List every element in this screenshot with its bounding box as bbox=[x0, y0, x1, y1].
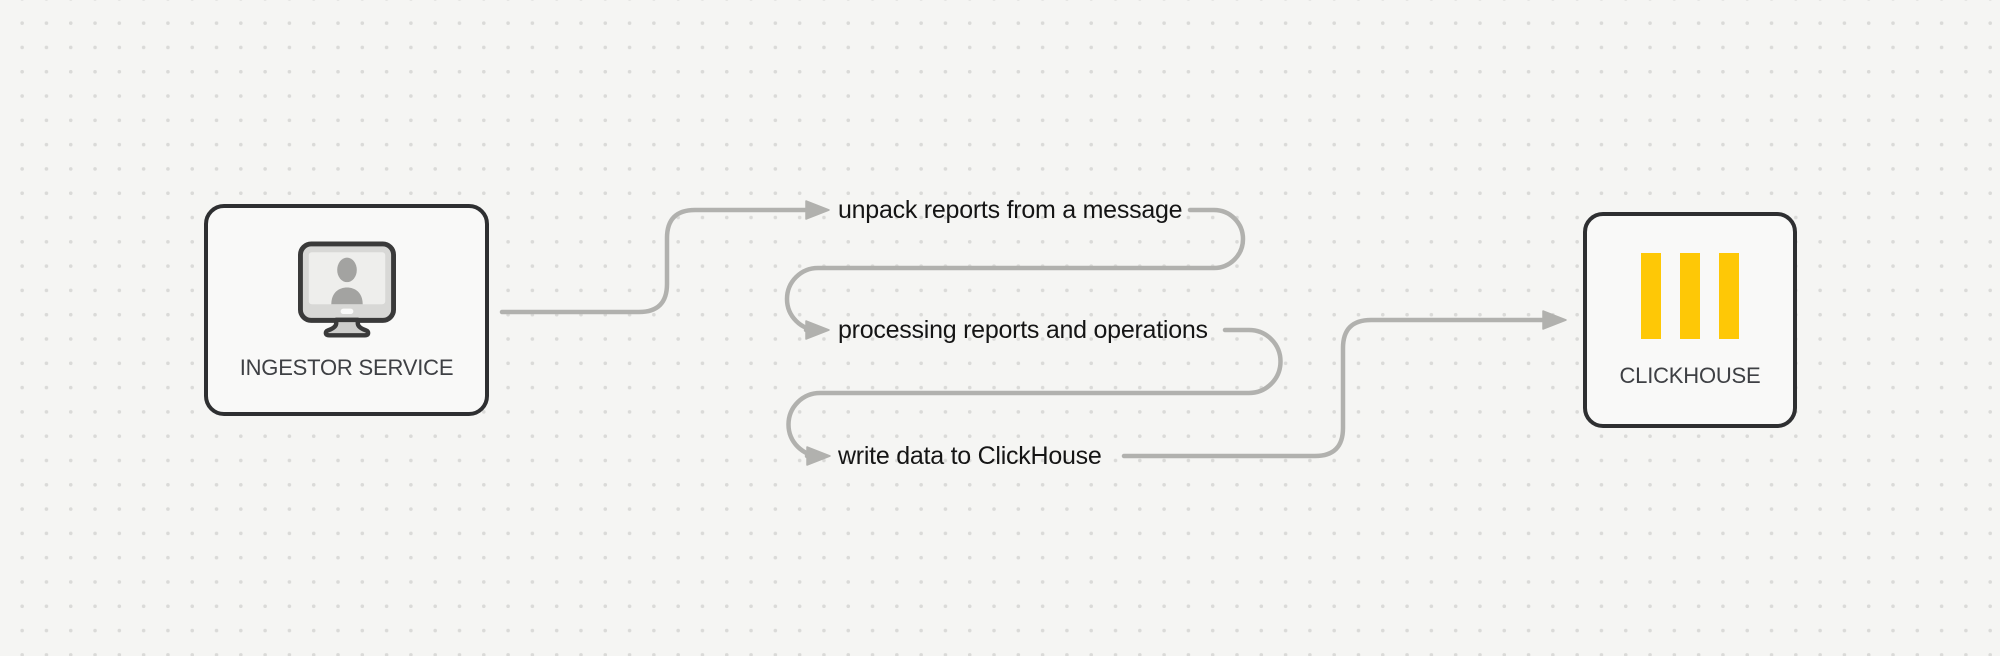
node-clickhouse[interactable]: CLICKHOUSE bbox=[1583, 212, 1797, 428]
node-label-clickhouse: CLICKHOUSE bbox=[1619, 362, 1761, 388]
flow-step-label-2[interactable]: processing reports and operations bbox=[838, 316, 1208, 344]
clickhouse-bar bbox=[1719, 252, 1739, 339]
arrowhead-clickhouse bbox=[1542, 310, 1567, 330]
connector-step2-to-step3 bbox=[786, 327, 1283, 459]
node-ingestor-service[interactable]: INGESTOR SERVICE bbox=[204, 204, 489, 416]
node-label-ingestor: INGESTOR SERVICE bbox=[239, 354, 454, 380]
clickhouse-bar bbox=[1641, 252, 1661, 339]
connector-step1-to-step2 bbox=[784, 207, 1246, 333]
monitor-user-icon bbox=[297, 240, 396, 337]
arrowhead-step2 bbox=[805, 320, 830, 340]
clickhouse-bar bbox=[1680, 252, 1700, 339]
clickhouse-bars-icon bbox=[1641, 252, 1739, 339]
arrowhead-step3 bbox=[806, 446, 831, 466]
flow-step-label-1[interactable]: unpack reports from a message bbox=[838, 196, 1183, 224]
arrowhead-step1 bbox=[805, 200, 830, 220]
connector-ingestor-to-step1 bbox=[499, 207, 809, 315]
flow-step-label-3[interactable]: write data to ClickHouse bbox=[838, 442, 1102, 470]
